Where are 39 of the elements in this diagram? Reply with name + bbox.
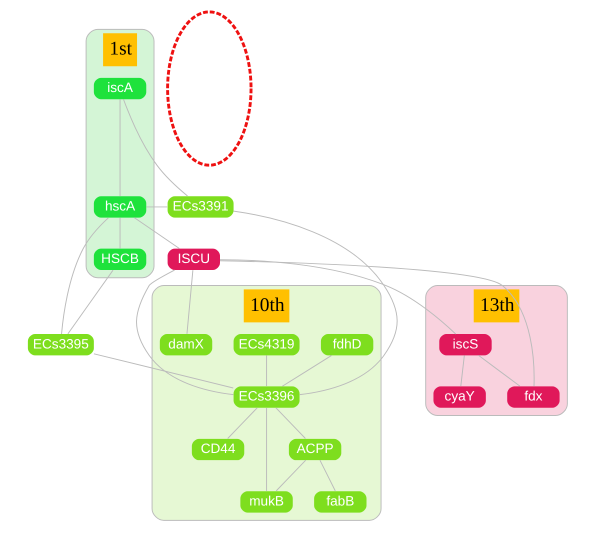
node-box: iscA: [93, 78, 146, 100]
node-box: fabB: [314, 491, 366, 513]
connector: [274, 407, 306, 439]
connector: [92, 353, 234, 388]
node-box: cyaY: [432, 386, 486, 408]
connector: [146, 206, 168, 208]
connector: [136, 270, 234, 396]
connector: [266, 407, 267, 492]
connector: [318, 460, 336, 492]
node-box: hscA: [93, 196, 146, 218]
connector: [460, 354, 464, 387]
node-box: ACPP: [288, 438, 341, 460]
connector: [219, 259, 456, 334]
node-box: CD44: [191, 438, 244, 460]
connector: [122, 98, 188, 196]
connector: [133, 217, 180, 249]
node-box: ECs4319: [233, 334, 300, 356]
node-box: ISCU: [167, 248, 220, 270]
connector: [219, 260, 534, 387]
node-box: fdx: [506, 386, 560, 408]
connector: [186, 270, 193, 334]
connector: [119, 217, 120, 249]
node-box: ECs3396: [233, 386, 300, 408]
connector: [119, 98, 120, 197]
node-box: ECs3391: [167, 196, 234, 218]
node-box: HSCB: [93, 248, 146, 270]
node-box: iscS: [438, 334, 492, 356]
node-box: damX: [159, 334, 212, 356]
connector: [60, 217, 108, 334]
connector: [478, 354, 520, 387]
node-box: fdhD: [320, 334, 373, 356]
connector: [66, 270, 114, 334]
node-box: mukB: [240, 491, 292, 513]
connector: [226, 407, 258, 439]
connector: [266, 354, 267, 387]
node-box: ECs3395: [27, 334, 94, 356]
node-ellipse: [166, 10, 252, 167]
connector: [281, 354, 332, 387]
connector: [275, 460, 306, 492]
